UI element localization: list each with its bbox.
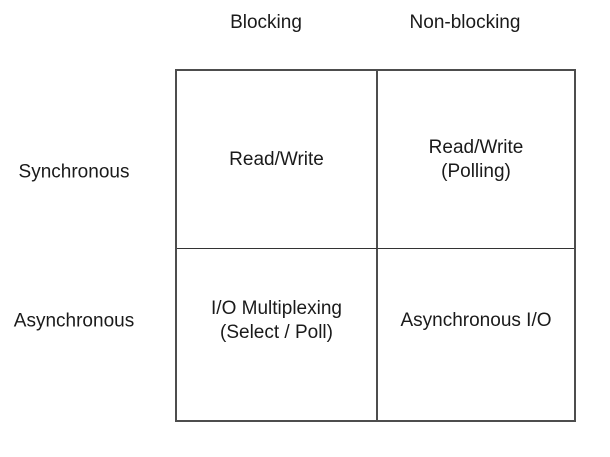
cell-text: I/O Multiplexing [211, 297, 342, 319]
cell-synchronous-blocking: Read/Write [177, 71, 378, 249]
cell-text-line2: (Polling) [441, 160, 511, 182]
cell-asynchronous-non-blocking: Asynchronous I/O [378, 249, 574, 420]
cell-synchronous-non-blocking: Read/Write (Polling) [378, 71, 574, 249]
row-header-asynchronous: Asynchronous [13, 310, 135, 332]
cell-text: Asynchronous I/O [400, 309, 552, 331]
cell-text-line2: (Select / Poll) [220, 321, 333, 343]
column-header-non-blocking: Non-blocking [409, 12, 521, 33]
cell-text: Read/Write [428, 136, 524, 158]
cell-asynchronous-blocking: I/O Multiplexing (Select / Poll) [177, 249, 378, 420]
io-matrix-table: Read/Write Read/Write (Polling) I/O Mult… [175, 69, 576, 422]
column-header-blocking: Blocking [230, 12, 302, 33]
row-header-synchronous: Synchronous [18, 161, 130, 183]
cell-text: Read/Write [229, 148, 324, 170]
